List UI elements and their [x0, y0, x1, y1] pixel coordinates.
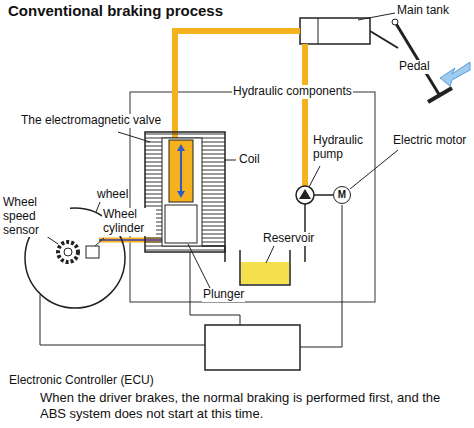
- part-label: Main tank: [396, 4, 450, 18]
- group-label: Hydraulic components: [232, 85, 353, 99]
- part-label: Pedal: [398, 60, 431, 74]
- part-label: The electromagnetic valve: [20, 114, 162, 128]
- diagram-title: Conventional braking process: [8, 2, 223, 19]
- motor-symbol: M: [333, 186, 351, 204]
- part-label: Electric motor: [392, 134, 467, 148]
- part-label: Electronic Controller (ECU): [8, 374, 155, 388]
- part-label: wheel: [96, 188, 129, 202]
- motor-letter: M: [338, 190, 346, 200]
- caption: When the driver brakes, the normal braki…: [40, 390, 465, 421]
- part-label: Coil: [238, 153, 261, 167]
- part-label: Reservoir: [262, 232, 315, 246]
- part-label: Wheel speed sensor: [2, 196, 70, 237]
- part-label: Hydraulic pump: [312, 134, 370, 162]
- part-label: Wheel cylinder: [102, 208, 156, 236]
- part-label: Plunger: [202, 288, 245, 302]
